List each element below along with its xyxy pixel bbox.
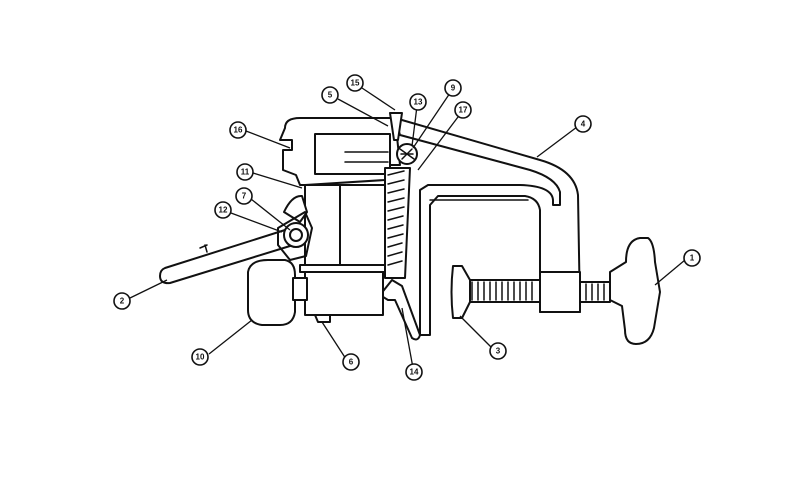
top-pin	[389, 112, 403, 141]
callout-14: 14	[405, 363, 423, 381]
callout-2: 2	[113, 292, 131, 310]
callout-5-label: 5	[328, 91, 333, 100]
callout-4: 4	[574, 115, 592, 133]
callout-7: 7	[235, 187, 253, 205]
callout-13-label: 13	[414, 98, 423, 107]
screw-thread	[471, 281, 533, 301]
callout-9: 9	[444, 79, 462, 97]
callout-9-label: 9	[451, 84, 456, 93]
pivot-bolt-inner	[289, 228, 303, 242]
roller	[247, 259, 296, 326]
cam-lobe	[283, 194, 308, 223]
callout-4-label: 4	[581, 120, 586, 129]
tension-spring	[384, 167, 411, 279]
foot-tab	[314, 314, 331, 323]
screw-sleeve	[539, 271, 581, 313]
callout-16: 16	[229, 121, 247, 139]
lower-body-shade	[299, 264, 386, 273]
callout-7-label: 7	[242, 192, 247, 201]
swivel-pad	[450, 265, 471, 319]
callout-12: 12	[214, 201, 232, 219]
callout-3: 3	[489, 342, 507, 360]
callout-15: 15	[346, 74, 364, 92]
callout-10: 10	[191, 348, 209, 366]
callout-6-label: 6	[349, 358, 354, 367]
callout-11: 11	[236, 163, 254, 181]
bracket-panel	[314, 133, 391, 175]
callout-10-label: 10	[196, 353, 205, 362]
callout-1: 1	[683, 249, 701, 267]
callout-15-label: 15	[351, 79, 360, 88]
callout-16-label: 16	[234, 126, 243, 135]
lever-arm	[379, 279, 421, 341]
screw-thread-outer	[585, 283, 605, 301]
callout-2-label: 2	[120, 297, 125, 306]
callout-17-label: 17	[459, 106, 468, 115]
callout-5: 5	[321, 86, 339, 104]
callout-13: 13	[409, 93, 427, 111]
callout-14-label: 14	[410, 368, 419, 377]
housing-face	[339, 184, 386, 271]
callout-6: 6	[342, 353, 360, 371]
roller-hub	[292, 277, 308, 301]
callout-3-label: 3	[496, 347, 501, 356]
callout-11-label: 11	[241, 168, 250, 177]
lower-body	[304, 269, 384, 316]
handle	[159, 229, 291, 285]
spring-coils	[387, 170, 405, 266]
callout-1-label: 1	[690, 254, 695, 263]
callout-12-label: 12	[219, 206, 228, 215]
callout-17: 17	[454, 101, 472, 119]
leader-lines	[129, 87, 686, 369]
screw-shaft-outer	[579, 281, 611, 303]
clamp-knob	[609, 237, 661, 345]
pivot-plate	[277, 211, 313, 261]
